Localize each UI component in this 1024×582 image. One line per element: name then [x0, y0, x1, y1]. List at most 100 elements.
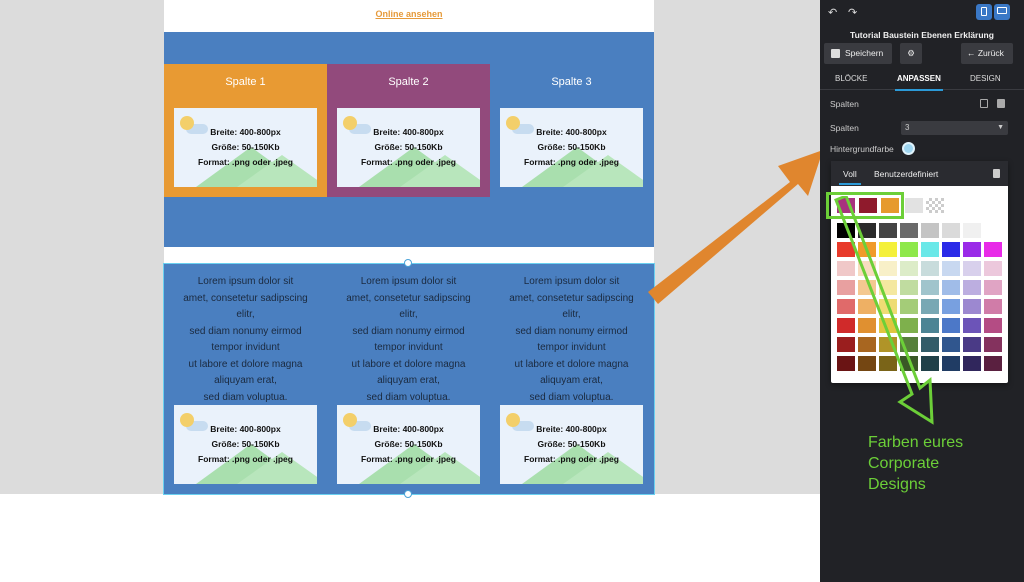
color-swatch[interactable] [942, 318, 960, 333]
bg-color-label: Hintergrundfarbe [830, 144, 894, 154]
color-swatch[interactable] [942, 280, 960, 295]
columns-label: Spalten [830, 123, 859, 133]
color-swatch[interactable] [879, 356, 897, 371]
orange-arrow-icon [648, 150, 823, 304]
mobile-icon[interactable] [976, 4, 992, 20]
back-button[interactable]: ← Zurück [961, 43, 1013, 64]
trash-icon[interactable] [993, 169, 1000, 178]
color-swatch[interactable] [879, 242, 897, 257]
color-swatch[interactable] [921, 299, 939, 314]
color-swatch[interactable] [921, 356, 939, 371]
color-swatch[interactable] [984, 223, 1002, 238]
color-swatch[interactable] [900, 280, 918, 295]
color-swatch[interactable] [905, 198, 923, 213]
color-swatch[interactable] [837, 318, 855, 333]
online-view-link[interactable]: Online ansehen [375, 9, 443, 19]
color-swatch[interactable] [963, 242, 981, 257]
color-swatch[interactable] [837, 261, 855, 276]
color-swatch[interactable] [837, 337, 855, 352]
color-swatch[interactable] [963, 356, 981, 371]
tab-voll[interactable]: Voll [843, 169, 857, 179]
sun-icon [343, 413, 357, 427]
color-swatch[interactable] [921, 337, 939, 352]
color-swatch[interactable] [921, 261, 939, 276]
color-swatch[interactable] [921, 280, 939, 295]
color-swatch[interactable] [921, 318, 939, 333]
color-swatch[interactable] [921, 242, 939, 257]
tab-bloecke[interactable]: BLÖCKE [835, 74, 868, 83]
color-swatch[interactable] [837, 280, 855, 295]
column-title: Spalte 2 [388, 76, 429, 88]
corporate-colors-highlight [826, 192, 904, 219]
color-swatch[interactable] [879, 261, 897, 276]
corporate-swatch[interactable] [859, 198, 877, 213]
color-swatch[interactable] [963, 299, 981, 314]
columns-block-titled[interactable]: Spalte 1 Spalte 2 Spalte 3 Breite: 400-8… [164, 32, 654, 247]
color-swatch[interactable] [984, 280, 1002, 295]
chevron-down-icon: ▼ [997, 124, 1004, 131]
color-swatch[interactable] [858, 318, 876, 333]
color-swatch[interactable] [984, 318, 1002, 333]
color-swatch[interactable] [837, 356, 855, 371]
color-swatch[interactable] [942, 299, 960, 314]
color-swatch[interactable] [942, 261, 960, 276]
copy-icon[interactable] [980, 99, 988, 108]
color-swatch[interactable] [858, 356, 876, 371]
color-swatch[interactable] [837, 299, 855, 314]
color-swatch[interactable] [984, 242, 1002, 257]
corporate-swatch[interactable] [881, 198, 899, 213]
sun-icon [506, 413, 520, 427]
color-swatch[interactable] [900, 242, 918, 257]
color-swatch[interactable] [921, 223, 939, 238]
color-swatch[interactable] [963, 223, 981, 238]
color-swatch[interactable] [858, 223, 876, 238]
undo-icon[interactable]: ↶ [828, 7, 838, 19]
resize-handle-top[interactable] [404, 259, 412, 267]
color-swatch[interactable] [900, 318, 918, 333]
gear-icon[interactable]: ⚙ [900, 43, 922, 64]
color-picker-toggle[interactable] [902, 142, 915, 155]
color-swatch[interactable] [837, 242, 855, 257]
desktop-icon[interactable] [994, 4, 1010, 20]
save-icon [831, 49, 840, 58]
color-swatch[interactable] [942, 356, 960, 371]
color-swatch[interactable] [984, 261, 1002, 276]
color-swatch[interactable] [900, 261, 918, 276]
green-arrow-icon [834, 196, 934, 425]
color-swatch[interactable] [900, 223, 918, 238]
color-swatch[interactable] [963, 318, 981, 333]
color-swatch[interactable] [984, 299, 1002, 314]
color-swatch[interactable] [858, 299, 876, 314]
save-button[interactable]: Speichern [824, 43, 892, 64]
redo-icon[interactable]: ↷ [848, 7, 858, 19]
columns-select[interactable]: 3▼ [901, 121, 1008, 135]
trash-icon[interactable] [997, 99, 1005, 108]
color-swatch[interactable] [963, 261, 981, 276]
color-swatch[interactable] [942, 337, 960, 352]
newsletter-page: Online ansehen Spalte 1 Spalte 2 Spalte … [163, 0, 655, 498]
tab-benutzerdefiniert[interactable]: Benutzerdefiniert [874, 169, 939, 179]
color-swatch[interactable] [984, 337, 1002, 352]
color-swatch[interactable] [879, 223, 897, 238]
color-swatch[interactable] [942, 223, 960, 238]
color-swatch[interactable] [963, 280, 981, 295]
color-swatch[interactable] [963, 337, 981, 352]
color-swatch[interactable] [900, 299, 918, 314]
transparent-swatch[interactable] [926, 198, 944, 213]
resize-handle-bottom[interactable] [404, 490, 412, 498]
color-swatch[interactable] [984, 356, 1002, 371]
color-swatch[interactable] [942, 242, 960, 257]
color-swatch[interactable] [858, 337, 876, 352]
tab-design[interactable]: DESIGN [970, 74, 1001, 83]
tab-anpassen[interactable]: ANPASSEN [897, 74, 941, 83]
